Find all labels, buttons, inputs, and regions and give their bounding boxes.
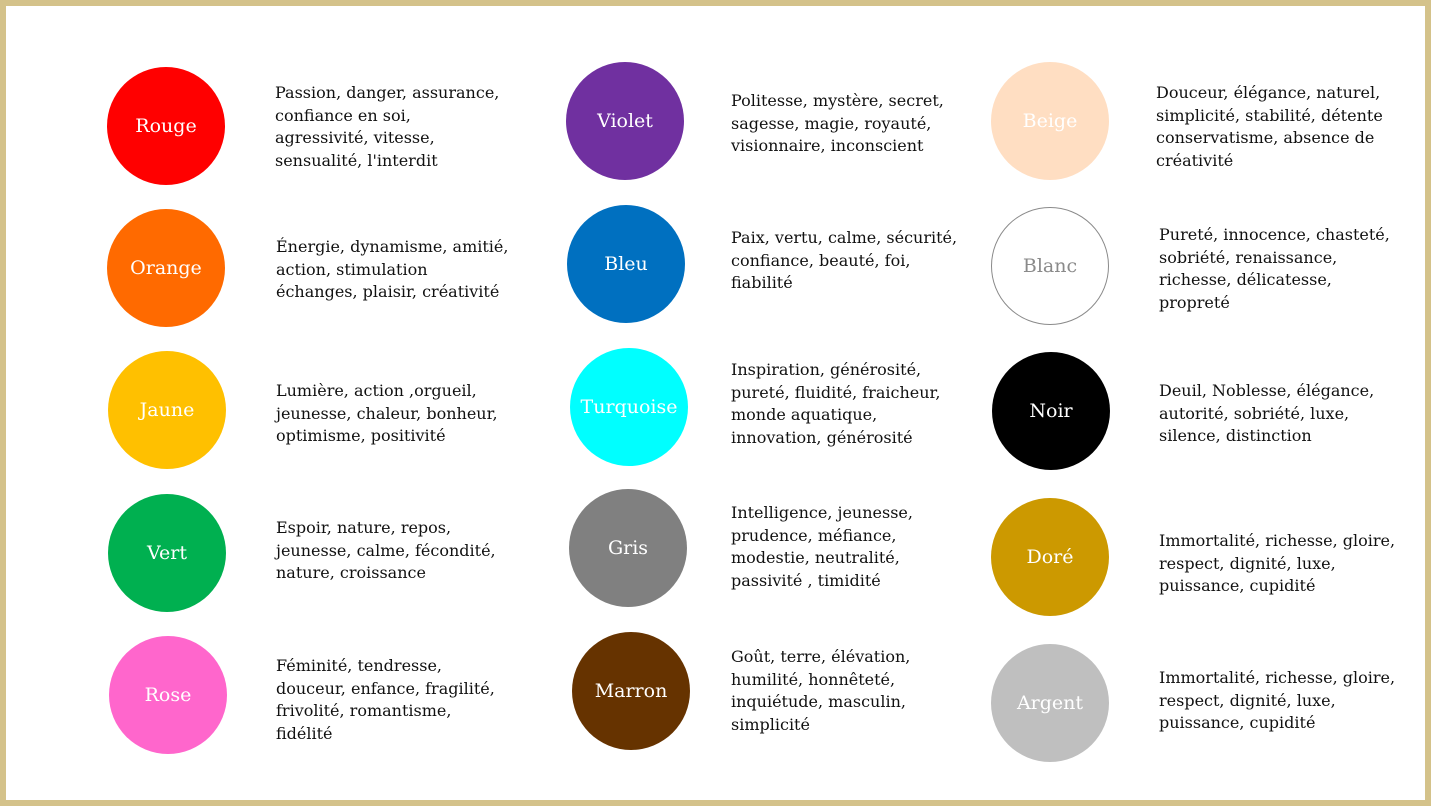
color-name-marron: Marron — [594, 679, 668, 702]
color-description-violet: Politesse, mystère, secret, sagesse, mag… — [731, 91, 944, 155]
color-circle-argent: Argent — [991, 644, 1109, 762]
color-description-argent: Immortalité, richesse, gloire, respect, … — [1159, 668, 1396, 732]
color-name-argent: Argent — [1016, 691, 1084, 714]
color-description-gris: Intelligence, jeunesse, prudence, méfian… — [731, 503, 913, 590]
color-name-beige: Beige — [1022, 109, 1078, 132]
color-circle-rouge: Rouge — [107, 67, 225, 185]
color-circle-jaune: Jaune — [108, 351, 226, 469]
color-name-orange: Orange — [130, 256, 202, 279]
color-circle-turquoise: Turquoise — [570, 348, 688, 466]
color-description-blanc: Pureté, innocence, chasteté, sobriété, r… — [1159, 225, 1390, 312]
color-description-vert: Espoir, nature, repos, jeunesse, calme, … — [276, 518, 496, 582]
color-description-beige: Douceur, élégance, naturel, simplicité, … — [1156, 83, 1383, 170]
color-circle-dore: Doré — [991, 498, 1109, 616]
color-description-bleu: Paix, vertu, calme, sécurité, confiance,… — [731, 228, 958, 292]
color-name-turquoise: Turquoise — [580, 395, 678, 418]
color-name-rose: Rose — [144, 683, 192, 706]
color-description-rouge: Passion, danger, assurance, confiance en… — [275, 83, 500, 170]
color-circle-rose: Rose — [109, 636, 227, 754]
color-circle-orange: Orange — [107, 209, 225, 327]
color-description-turquoise: Inspiration, générosité, pureté, fluidit… — [731, 360, 941, 447]
color-name-gris: Gris — [607, 536, 649, 559]
color-name-noir: Noir — [1029, 399, 1073, 422]
color-description-dore: Immortalité, richesse, gloire, respect, … — [1159, 531, 1396, 595]
color-name-jaune: Jaune — [139, 398, 195, 421]
color-circle-noir: Noir — [992, 352, 1110, 470]
color-name-bleu: Bleu — [604, 252, 648, 275]
color-description-noir: Deuil, Noblesse, élégance, autorité, sob… — [1159, 381, 1375, 445]
color-description-jaune: Lumière, action ,orgueil, jeunesse, chal… — [276, 381, 498, 445]
color-name-violet: Violet — [597, 109, 653, 132]
color-circle-marron: Marron — [572, 632, 690, 750]
color-name-vert: Vert — [147, 541, 187, 564]
color-circle-violet: Violet — [566, 62, 684, 180]
color-circle-beige: Beige — [991, 62, 1109, 180]
color-name-blanc: Blanc — [1022, 254, 1078, 277]
color-name-rouge: Rouge — [135, 114, 197, 137]
color-circle-vert: Vert — [108, 494, 226, 612]
color-description-marron: Goût, terre, élévation, humilité, honnêt… — [731, 647, 911, 734]
color-description-orange: Énergie, dynamisme, amitié, action, stim… — [276, 237, 509, 301]
color-circle-gris: Gris — [569, 489, 687, 607]
color-description-rose: Féminité, tendresse, douceur, enfance, f… — [276, 656, 495, 743]
color-name-dore: Doré — [1026, 545, 1074, 568]
color-circle-bleu: Bleu — [567, 205, 685, 323]
color-circle-blanc: Blanc — [991, 207, 1109, 325]
